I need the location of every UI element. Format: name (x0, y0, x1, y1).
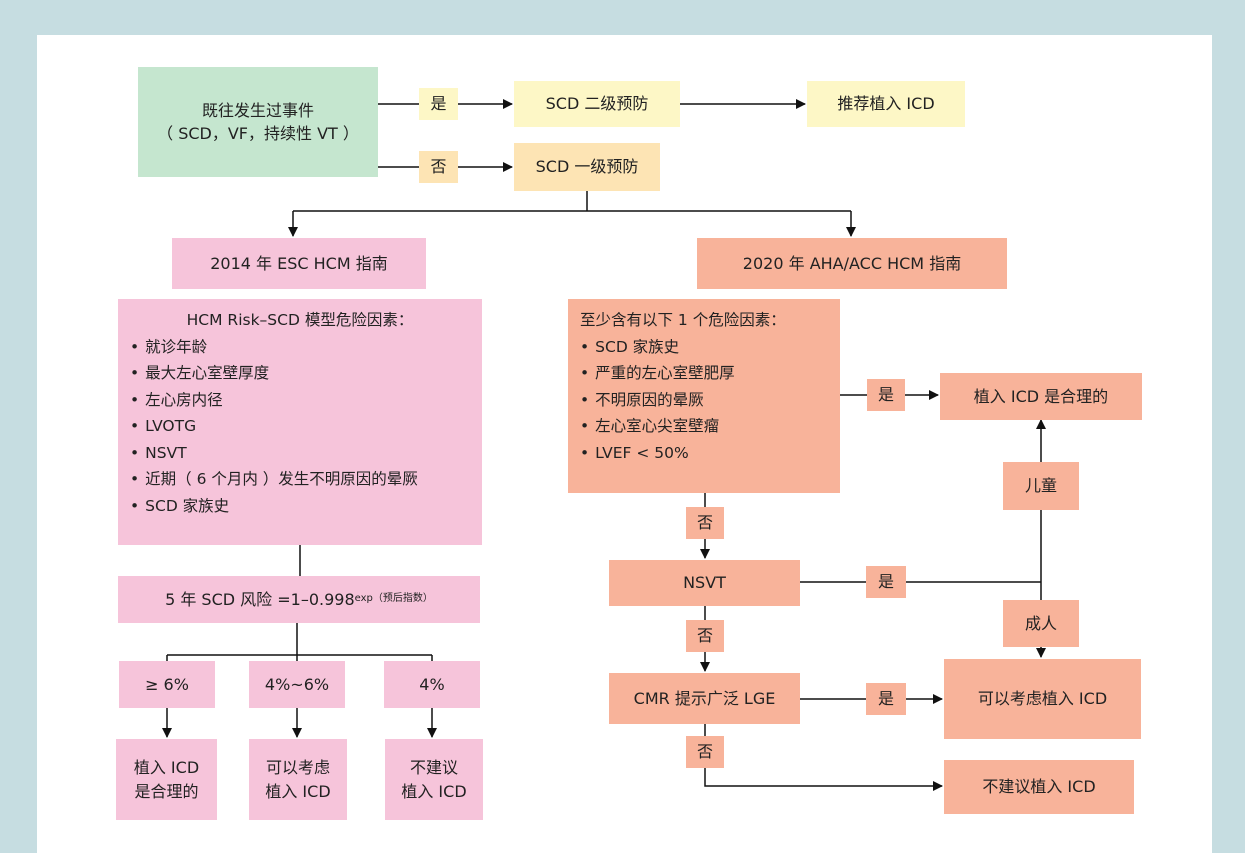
not-recommend-icd-box: 不建议植入 ICD (944, 760, 1134, 814)
yes-label-cmr: 是 (866, 683, 906, 715)
prior-event-line2: （ SCD，VF，持续性 VT ） (157, 124, 359, 143)
esc-risk-item: 近期（ 6 个月内 ）发生不明原因的晕厥 (130, 466, 470, 493)
threshold-box-3: 4% (384, 661, 480, 708)
esc-risk-factors-box: HCM Risk–SCD 模型危险因素： 就诊年龄 最大左心室壁厚度 左心房内径… (118, 299, 482, 545)
aha-risk-item: SCD 家族史 (580, 334, 828, 361)
formula-base: 5 年 SCD 风险 =1–0.998 (165, 589, 355, 609)
no-label-cmr: 否 (686, 736, 724, 768)
arrow-no-to-not-recommend (704, 768, 943, 791)
aha-2020-title: 2020 年 AHA/ACC HCM 指南 (697, 238, 1007, 289)
icd-reasonable-box: 植入 ICD 是合理的 (940, 373, 1142, 420)
threshold-box-1: ≥ 6% (119, 661, 215, 708)
scd-secondary-box: SCD 二级预防 (514, 81, 680, 127)
esc-risk-header: HCM Risk–SCD 模型危险因素： (186, 311, 414, 329)
outcome-1-line1: 植入 ICD (133, 758, 200, 778)
esc-risk-list: 就诊年龄 最大左心室壁厚度 左心房内径 LVOTG NSVT 近期（ 6 个月内… (130, 334, 470, 520)
no-label-risk: 否 (686, 507, 724, 539)
outcome-3-line1: 不建议 (409, 758, 458, 778)
no-label-primary: 否 (419, 151, 458, 183)
outcome-box-3: 不建议 植入 ICD (385, 739, 483, 820)
esc-risk-item: LVOTG (130, 413, 470, 440)
esc-risk-item: NSVT (130, 440, 470, 467)
aha-risk-item: 不明原因的晕厥 (580, 387, 828, 414)
outcome-2-line2: 植入 ICD (265, 781, 331, 801)
child-label: 儿童 (1003, 462, 1079, 510)
prior-event-line1: 既往发生过事件 (201, 100, 314, 120)
outcome-3-line2: 植入 ICD (401, 781, 467, 801)
recommend-icd-box: 推荐植入 ICD (807, 81, 965, 127)
yes-label-risk: 是 (867, 379, 905, 411)
esc-risk-item: 最大左心室壁厚度 (130, 360, 470, 387)
nsvt-box: NSVT (609, 560, 800, 606)
aha-risk-item: 左心室心尖室壁瘤 (580, 413, 828, 440)
scd-primary-box: SCD 一级预防 (514, 143, 660, 191)
esc-risk-item: 就诊年龄 (130, 334, 470, 361)
esc-risk-item: 左心房内径 (130, 387, 470, 414)
threshold-box-2: 4%~6% (249, 661, 345, 708)
yes-label-secondary: 是 (419, 88, 458, 120)
esc-2014-title: 2014 年 ESC HCM 指南 (172, 238, 426, 289)
outcome-box-2: 可以考虑 植入 ICD (249, 739, 347, 820)
yes-label-nsvt: 是 (866, 566, 906, 598)
aha-risk-header: 至少含有以下 1 个危险因素： (580, 311, 786, 329)
outcome-2-line1: 可以考虑 (265, 758, 330, 778)
esc-risk-item: SCD 家族史 (130, 493, 470, 520)
adult-label: 成人 (1003, 600, 1079, 647)
consider-icd-box: 可以考虑植入 ICD (944, 659, 1141, 739)
aha-risk-item: LVEF < 50% (580, 440, 828, 467)
aha-risk-factors-box: 至少含有以下 1 个危险因素： SCD 家族史 严重的左心室壁肥厚 不明原因的晕… (568, 299, 840, 493)
aha-risk-item: 严重的左心室壁肥厚 (580, 360, 828, 387)
cmr-lge-box: CMR 提示广泛 LGE (609, 673, 800, 724)
no-label-nsvt: 否 (686, 620, 724, 652)
prior-event-box: 既往发生过事件 （ SCD，VF，持续性 VT ） (138, 67, 378, 177)
outcome-box-1: 植入 ICD 是合理的 (116, 739, 217, 820)
formula-exponent: exp（预后指数） (354, 593, 433, 605)
aha-risk-list: SCD 家族史 严重的左心室壁肥厚 不明原因的晕厥 左心室心尖室壁瘤 LVEF … (580, 334, 828, 467)
outcome-1-line2: 是合理的 (134, 781, 199, 801)
